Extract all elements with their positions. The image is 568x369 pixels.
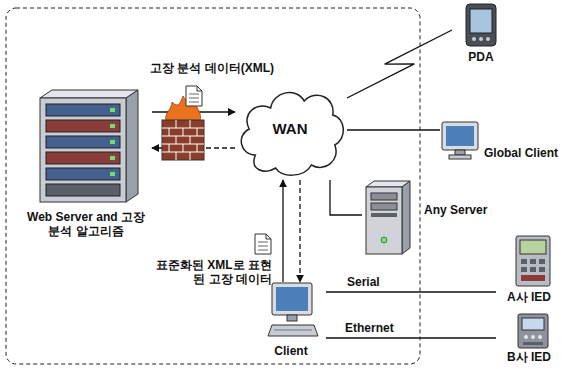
connector-line — [347, 129, 440, 130]
monitor-icon — [442, 122, 478, 159]
global-client-node: Global Client — [440, 118, 564, 166]
edge-label-holder: Serial — [346, 275, 381, 289]
note-label: 고장 분석 데이터(XML) — [150, 61, 274, 75]
edge-label: Ethernet — [344, 321, 395, 335]
node-label: Web Server and 고장 분석 알고리즘 — [22, 210, 150, 239]
web-server-node: Web Server and 고장 분석 알고리즘 — [22, 92, 152, 248]
node-label: Client — [258, 344, 324, 358]
tower-server-icon — [366, 181, 410, 254]
connector-line — [299, 180, 300, 282]
connector-line — [326, 291, 496, 292]
any-server-node: Any Server — [362, 183, 512, 257]
connector-line — [326, 337, 496, 338]
note-holder: 고장 분석 데이터(XML) — [150, 61, 274, 75]
connector-line — [330, 180, 362, 215]
ied-node: A사 IED — [496, 232, 564, 308]
node-label: Any Server — [424, 203, 487, 217]
node-label: B사 IED — [496, 350, 562, 364]
note-holder: 표준화된 XML로 표현된 고장 데이터 — [146, 258, 272, 287]
ied-device-icon — [518, 314, 548, 348]
ied-device-icon — [516, 236, 550, 286]
client-pc-icon — [268, 283, 318, 336]
edge-label: Serial — [346, 275, 381, 289]
document-icon — [186, 86, 202, 106]
wan-cloud: WAN — [235, 80, 347, 180]
pda-icon — [466, 4, 496, 46]
node-label: A사 IED — [496, 290, 562, 304]
ied-node: B사 IED — [496, 312, 564, 366]
wireless-link — [347, 30, 452, 98]
note-label: 표준화된 XML로 표현된 고장 데이터 — [146, 258, 272, 287]
edge-label-holder: Ethernet — [344, 321, 395, 335]
dashed-region — [6, 8, 420, 364]
connector-line — [282, 180, 283, 282]
client-node: Client — [258, 282, 326, 362]
node-label: Global Client — [484, 146, 558, 160]
pda-node: PDA — [452, 2, 512, 68]
web-server-icon — [40, 90, 138, 202]
node-label: PDA — [452, 50, 510, 64]
node-label: WAN — [235, 120, 345, 138]
document-icon — [255, 234, 271, 254]
